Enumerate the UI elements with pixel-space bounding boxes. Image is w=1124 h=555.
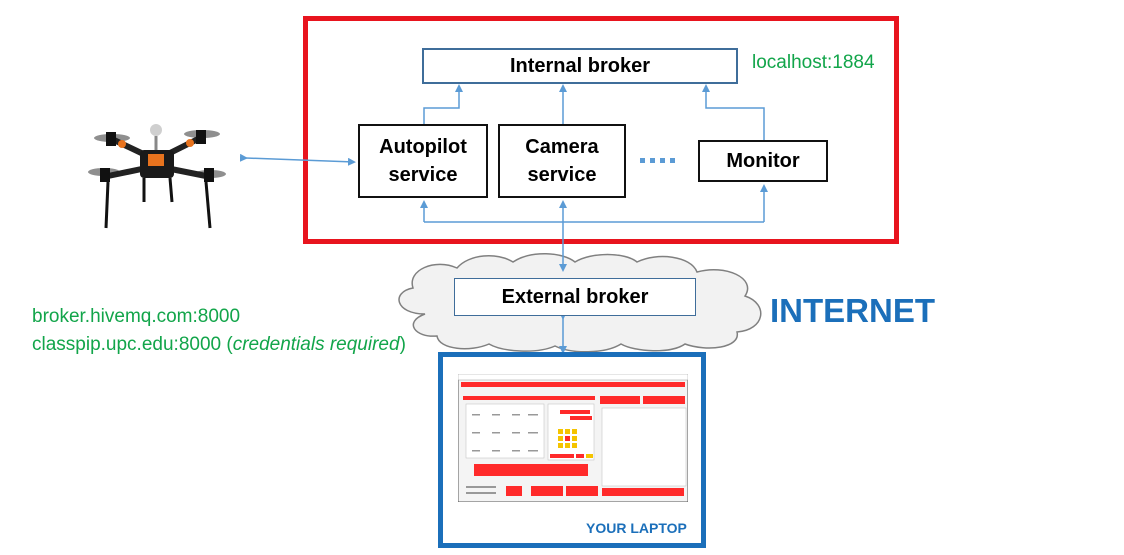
hivemq-address: broker.hivemq.com:8000 [32,306,241,327]
drone-icon [88,124,226,229]
external-broker-label: External broker [501,286,649,308]
camera-service-node: Camera service [498,124,626,198]
classpip-address: classpip.upc.edu:8000 (credentials requi… [32,334,406,356]
camera-label-line2: service [527,164,597,186]
laptop-container [438,352,706,548]
classpip-prefix: classpip.upc.edu:8000 ( [32,334,233,355]
monitor-to-internal-arrow [702,84,765,140]
internal-broker-label: Internal broker [509,55,651,77]
onboard-container [303,16,899,244]
autopilot-to-internal-arrow [423,84,463,124]
ellipsis-dots [640,158,675,163]
monitor-node: Monitor [698,140,828,182]
external-broker-node: External broker [454,278,696,316]
drone-autopilot-link [239,153,356,166]
internet-label: INTERNET [770,292,935,329]
camera-label-line1: Camera [525,136,599,158]
internal-broker-node: Internal broker [422,48,738,84]
autopilot-label-line1: Autopilot [379,136,467,158]
laptop-app-screenshot-icon [458,374,688,502]
laptop-label: YOUR LAPTOP [586,520,687,536]
classpip-suffix: ) [399,334,406,355]
classpip-credentials: credentials required [232,334,400,355]
autopilot-label-line2: service [388,164,458,186]
localhost-label: localhost:1884 [752,52,875,73]
autopilot-service-node: Autopilot service [358,124,488,198]
monitor-label: Monitor [726,150,800,172]
